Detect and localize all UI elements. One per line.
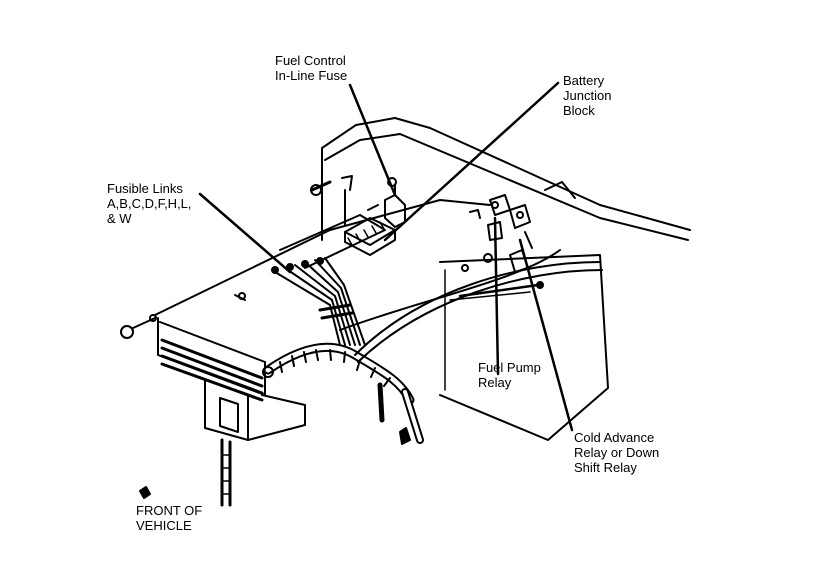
leader-fuel-control-fuse: [348, 83, 397, 197]
radiator-support: [157, 317, 306, 441]
leader-fuel-pump-relay: [493, 216, 500, 376]
leader-fusible-links: [198, 192, 292, 274]
callout-line: Cold Advance: [574, 430, 655, 445]
callout-line: Fusible Links: [107, 181, 183, 196]
callout-line: Relay or Down: [574, 445, 660, 460]
callout-line: Fuel Control: [275, 53, 346, 68]
leader-cold-advance-relay: [518, 238, 574, 432]
callout-line: Block: [563, 103, 595, 118]
callout-line: Fuel Pump: [478, 360, 541, 375]
callout-line: Battery: [563, 73, 605, 88]
leader-battery-junction: [383, 81, 560, 242]
firewall-cowl: [321, 117, 691, 241]
callout-line: VEHICLE: [136, 518, 192, 533]
callout-line: Shift Relay: [574, 460, 637, 475]
callout-line: Junction: [563, 88, 612, 103]
callout-battery-junction-block: Battery Junction Block: [563, 73, 611, 118]
front-marker-dot: [139, 486, 151, 499]
callout-line: In-Line Fuse: [275, 68, 348, 83]
callout-front-of-vehicle: FRONT OF VEHICLE: [136, 503, 202, 533]
callout-line: & W: [107, 211, 132, 226]
inner-fender-panel: [439, 254, 609, 441]
callout-line: Relay: [478, 375, 512, 390]
main-wiring-harness: [263, 249, 603, 444]
callout-line: A,B,C,D,F,H,L,: [107, 196, 192, 211]
callout-line: FRONT OF: [136, 503, 203, 518]
callout-fusible-links: Fusible Links A,B,C,D,F,H,L, & W: [107, 181, 192, 226]
leader-lines: [198, 81, 574, 432]
callout-fuel-pump-relay: Fuel Pump Relay: [478, 360, 541, 390]
leader-fuel-pump-relay-2: [458, 283, 540, 298]
fusible-link-bundle: [271, 214, 386, 346]
lower-harness: [220, 438, 232, 507]
callout-cold-advance-relay: Cold Advance Relay or Down Shift Relay: [574, 430, 659, 475]
fasteners: [120, 175, 544, 445]
callout-fuel-control-fuse: Fuel Control In-Line Fuse: [275, 53, 347, 83]
